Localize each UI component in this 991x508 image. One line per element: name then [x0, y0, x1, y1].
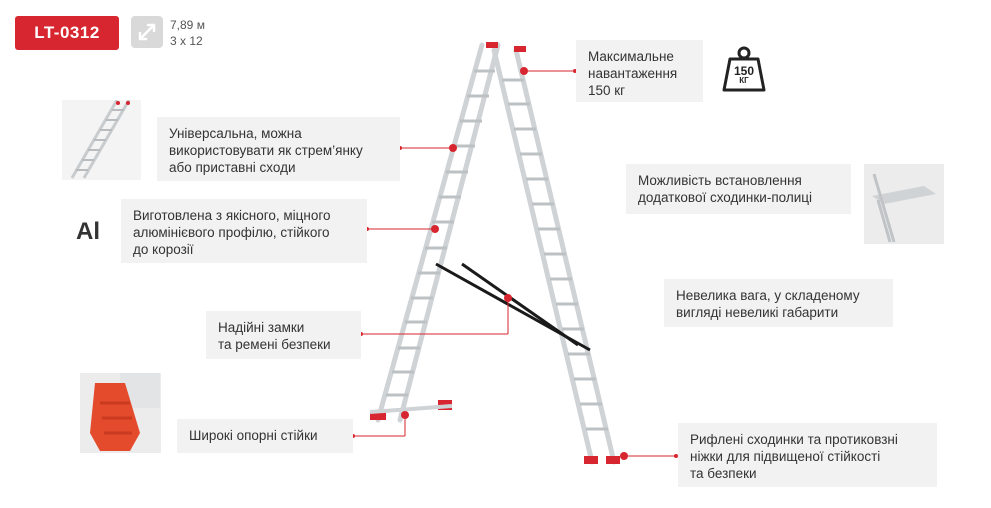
foot-thumbnail	[80, 373, 161, 453]
dimensions-text: 7,89 м 3 x 12	[170, 17, 205, 49]
feature-universal: Універсальна, можна використовувати як с…	[157, 117, 400, 181]
model-badge: LT-0312	[15, 16, 119, 50]
weight-icon: 150 КГ	[722, 46, 766, 92]
height-value: 7,89 м	[170, 18, 205, 32]
resize-arrows-icon	[131, 16, 163, 48]
shelf-thumbnail	[864, 164, 944, 244]
feature-material: Виготовлена з якісного, міцного алюмініє…	[121, 199, 367, 263]
ladder-thumbnail	[62, 100, 141, 180]
feature-feet: Широкі опорні стійки	[177, 419, 353, 453]
feature-locks: Надійні замки та ремені безпеки	[206, 311, 361, 359]
weight-unit: КГ	[739, 76, 749, 85]
config-value: 3 x 12	[170, 34, 203, 48]
weight-value: 150	[733, 64, 755, 78]
aluminium-symbol: Al	[76, 218, 100, 245]
feature-steps: Рифлені сходинки та протиковзні ніжки дл…	[678, 423, 937, 487]
feature-shelf: Можливість встановлення додаткової сходи…	[626, 164, 851, 214]
feature-max-load: Максимальне навантаження 150 кг	[576, 40, 703, 102]
feature-compact: Невелика вага, у складеному вигляді неве…	[664, 279, 893, 327]
